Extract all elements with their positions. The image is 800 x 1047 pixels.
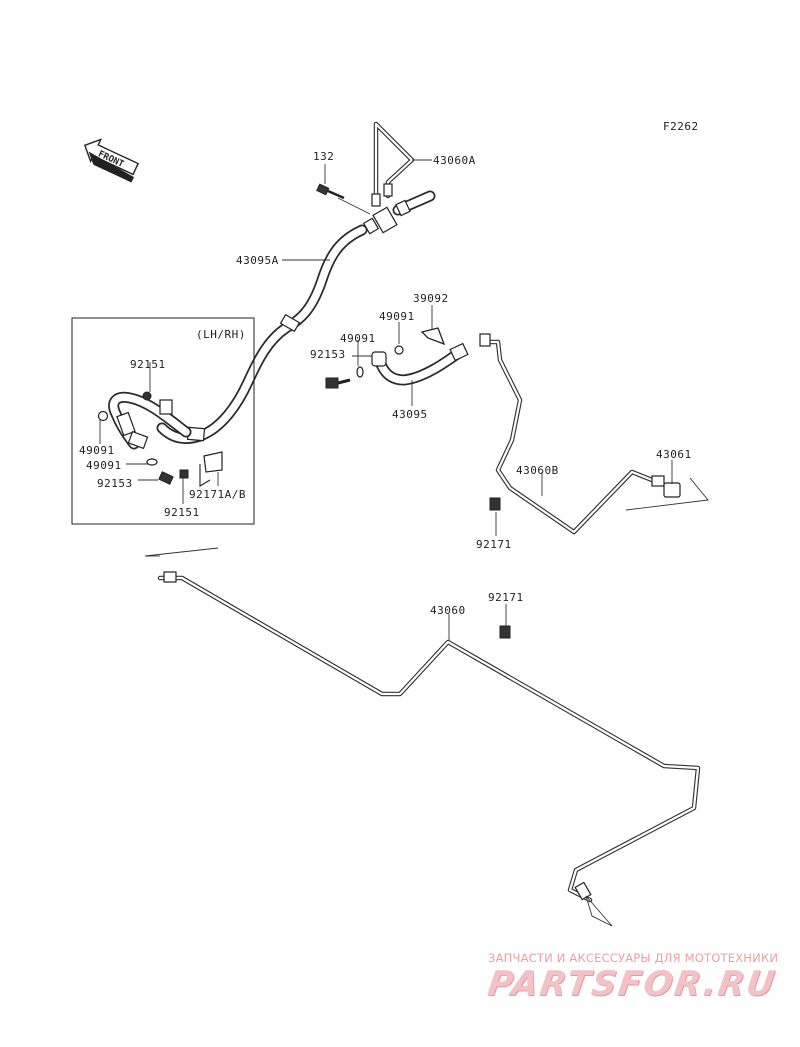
bolt-92153-a — [325, 377, 351, 389]
part-label-132: 132 — [313, 150, 334, 163]
part-label-43060A: 43060A — [433, 154, 476, 167]
part-label-92153-a: 92153 — [310, 348, 346, 361]
washer-49091-b — [356, 366, 364, 378]
part-label-39092: 39092 — [413, 292, 449, 305]
front-arrow-icon: FRONT — [83, 138, 140, 183]
clip-39092 — [420, 327, 446, 346]
part-label-49091-c: 49091 — [79, 444, 115, 457]
pipe-43060B — [479, 333, 665, 535]
part-label-49091-d: 49091 — [86, 459, 122, 472]
inset-box — [71, 317, 255, 525]
pipe-43060A — [371, 121, 415, 207]
part-label-43060: 43060 — [430, 604, 466, 617]
washer-49091-a — [394, 345, 404, 355]
part-label-49091-a: 49091 — [379, 310, 415, 323]
clip-92171-b — [499, 625, 511, 639]
inset-label: (LH/RH) — [196, 328, 246, 341]
part-labels: 132 43060A 43095A 39092 49091 49091 9215… — [79, 150, 692, 617]
part-label-49091-b: 49091 — [340, 332, 376, 345]
connector-43061 — [625, 477, 709, 511]
part-label-92171-b: 92171 — [488, 591, 524, 604]
part-label-92171-a: 92171 — [476, 538, 512, 551]
inset-hose-assembly — [97, 391, 223, 487]
part-label-92151-a: 92151 — [130, 358, 166, 371]
part-label-92153-b: 92153 — [97, 477, 133, 490]
watermark-tagline: ЗАПЧАСТИ И АКСЕССУАРЫ ДЛЯ МОТОТЕХНИКИ — [488, 951, 779, 965]
part-label-92151-b: 92151 — [164, 506, 200, 519]
bolt-132 — [316, 183, 345, 200]
callout-leaders — [99, 159, 673, 640]
clip-92171-a — [489, 497, 501, 511]
hose-43095A — [156, 224, 368, 444]
part-label-43095: 43095 — [392, 408, 428, 421]
part-label-43061: 43061 — [656, 448, 692, 461]
part-label-43060B: 43060B — [516, 464, 559, 477]
junction-block — [362, 190, 436, 235]
part-label-92171AB: 92171A/B — [189, 488, 246, 501]
part-label-43095A: 43095A — [236, 254, 279, 267]
pipe-43060 — [144, 547, 701, 927]
watermark-logo: PARTSFOR.RU — [485, 964, 779, 1004]
hose-43095 — [371, 342, 469, 386]
figure-code: F2262 — [663, 120, 699, 133]
